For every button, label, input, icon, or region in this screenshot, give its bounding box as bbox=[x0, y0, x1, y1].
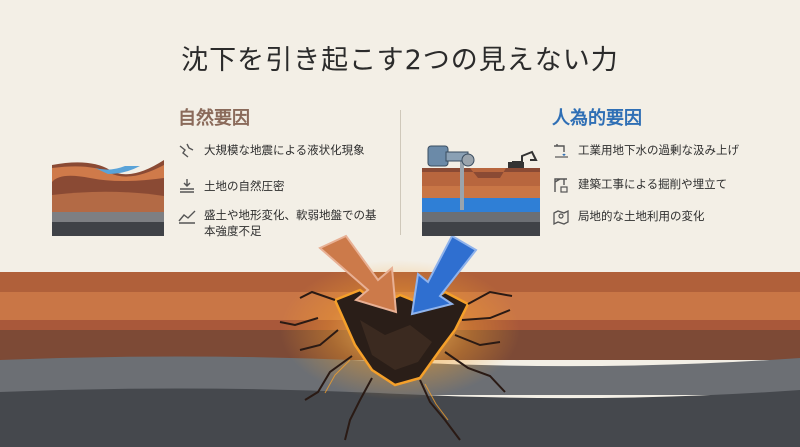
natural-item-2-label: 土地の自然圧密 bbox=[204, 179, 285, 193]
human-item-2-label: 建築工事による掘削や埋立て bbox=[578, 177, 728, 191]
human-item-2: 建築工事による掘削や埋立て bbox=[552, 176, 782, 194]
page-title: 沈下を引き起こす2つの見えない力 bbox=[181, 45, 619, 76]
natural-heading: 自然要因 bbox=[178, 108, 250, 129]
natural-item-1: 大規模な地震による液状化現象 bbox=[178, 142, 378, 160]
water-faucet-icon bbox=[554, 144, 568, 158]
human-strata-inset bbox=[422, 145, 540, 236]
human-item-3: 局地的な土地利用の変化 bbox=[552, 208, 782, 226]
human-item-1-label: 工業用地下水の過剰な汲み上げ bbox=[578, 143, 739, 157]
construction-crane-icon bbox=[554, 178, 568, 193]
human-item-1: 工業用地下水の過剰な汲み上げ bbox=[552, 142, 782, 160]
human-item-3-label: 局地的な土地利用の変化 bbox=[578, 209, 705, 223]
column-divider bbox=[400, 110, 401, 235]
compression-arrow-icon bbox=[180, 179, 194, 193]
natural-force-arrow bbox=[318, 234, 398, 314]
land-map-icon bbox=[553, 209, 569, 226]
natural-item-3: 盛土や地形変化、軟弱地盤での基本強度不足 bbox=[178, 207, 378, 239]
slope-terrain-icon bbox=[178, 210, 196, 224]
human-heading: 人為的要因 bbox=[552, 108, 642, 129]
natural-item-3-label: 盛土や地形変化、軟弱地盤での基本強度不足 bbox=[204, 208, 377, 238]
natural-strata-inset bbox=[52, 152, 164, 236]
human-force-arrow bbox=[410, 234, 478, 316]
natural-item-2: 土地の自然圧密 bbox=[178, 178, 378, 196]
natural-item-1-label: 大規模な地震による液状化現象 bbox=[204, 143, 365, 157]
fault-crack-icon bbox=[179, 143, 194, 158]
